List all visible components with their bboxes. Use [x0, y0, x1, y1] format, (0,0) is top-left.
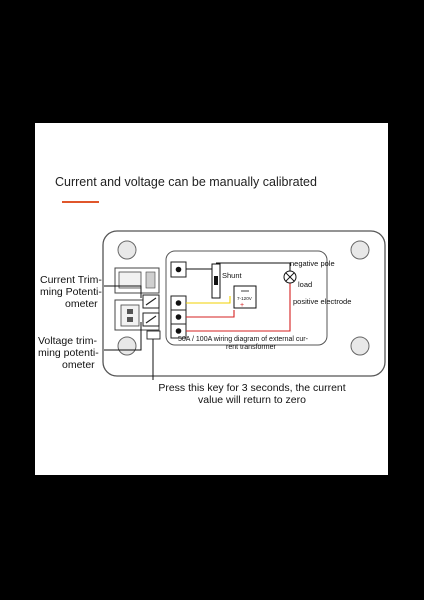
wire-red-positive: [186, 283, 291, 332]
supply-box: [233, 285, 257, 309]
current-pot-label-line3: ometer: [65, 298, 98, 310]
shunt-element: [214, 276, 218, 285]
wire-red-supply: [186, 310, 235, 318]
supply-plus-mark: +: [240, 302, 244, 309]
voltage-pot-callout: [104, 322, 142, 351]
voltage-pot-label-line1: Voltage trim-: [38, 335, 97, 347]
load-lamp-icon: [283, 270, 297, 284]
supply-voltage-label: 7-120V: [237, 296, 253, 301]
current-potentiometer-slot: [145, 297, 157, 306]
shunt-label: Shunt: [222, 271, 243, 280]
title-underline: [62, 201, 99, 203]
voltage-pot-label-line3: ometer: [62, 359, 95, 371]
voltage-pot-label-line2: ming potenti-: [38, 347, 99, 359]
load-label: load: [298, 280, 312, 289]
terminal-posts: [170, 261, 187, 339]
mounting-holes: [117, 240, 370, 356]
zero-key-label-line2: value will return to zero: [198, 394, 306, 406]
negative-pole-label: negative pole: [290, 259, 335, 268]
current-pot-label-line1: Current Trim-: [40, 274, 102, 286]
caption-line2: rent transformer: [226, 344, 276, 351]
current-pot-label-line2: ming Potenti-: [40, 286, 102, 298]
wire-yellow-sense: [186, 296, 231, 304]
current-pot-callout: [104, 285, 142, 298]
caption-line1: 50A / 100A wiring diagram of external cu…: [178, 336, 309, 343]
page-title: Current and voltage can be manually cali…: [55, 175, 317, 189]
zero-key-label-line1: Press this key for 3 seconds, the curren…: [158, 382, 345, 394]
voltage-potentiometer-slot: [145, 315, 157, 324]
top-connector: [114, 267, 160, 294]
positive-electrode-label: positive electrode: [293, 297, 351, 306]
wire-black-negative: [216, 262, 291, 272]
zero-reset-key[interactable]: [146, 330, 161, 340]
